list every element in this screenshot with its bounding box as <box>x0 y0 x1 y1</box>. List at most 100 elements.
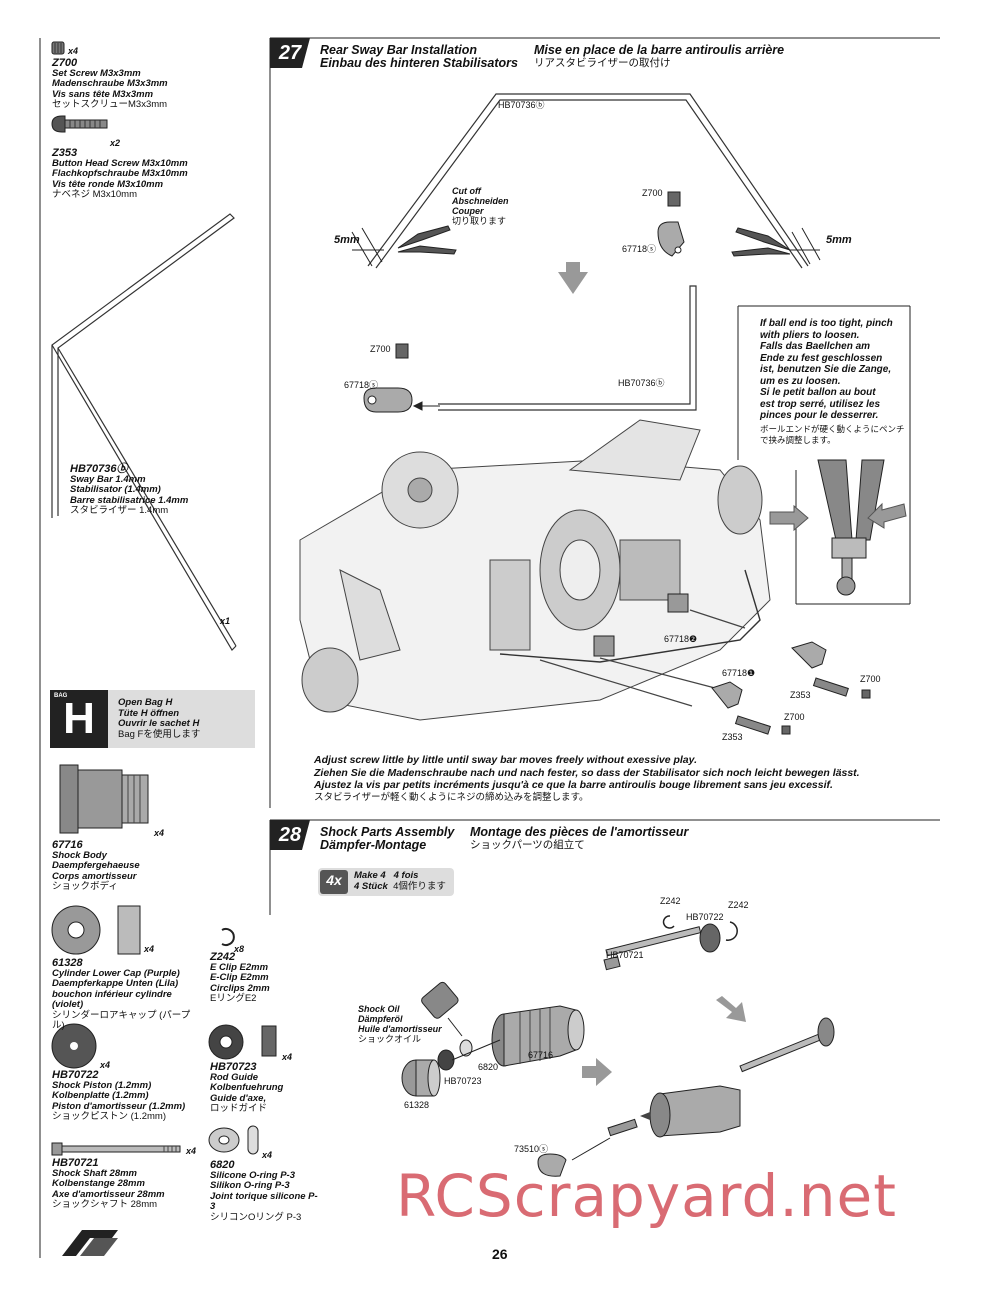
z353-icon <box>51 115 108 133</box>
piston-qty: x4 <box>100 1060 111 1070</box>
adjust-line-jp: スタビライザーが軽く動くようにネジの締め込みを調整します。 <box>314 791 589 803</box>
dim-left-5mm: 5mm <box>334 234 360 246</box>
part-name-fr: Barre stabilisatrice 1.4mm <box>70 494 189 506</box>
tip-line: pinces pour le desserrer. <box>760 410 879 421</box>
part-code: HB70721 <box>52 1157 99 1169</box>
part-name-fr: Corps amortisseur <box>52 870 137 882</box>
shock-body-drawing <box>491 1005 585 1067</box>
bag-line-de: Tüte H öffnen <box>118 707 180 719</box>
part-name-jp: ナベネジ M3x10mm <box>52 189 137 200</box>
callout-hb70722: HB70722 <box>686 912 724 922</box>
part-name-fr: bouchon inférieur cylindre (violet) <box>52 988 172 1010</box>
callout-z353-b: Z353 <box>722 732 743 742</box>
cutter-left-icon <box>397 225 457 255</box>
part-name-jp: EリングE2 <box>210 993 257 1004</box>
step28-title-de: Dämpfer-Montage <box>320 838 427 852</box>
piston-drawing <box>662 915 738 953</box>
part-code: Z353 <box>52 147 78 159</box>
make-jp: 4個作ります <box>393 881 446 892</box>
make4-badge-label: 4x <box>326 872 342 888</box>
part-code: 61328 <box>52 957 83 969</box>
tip-line: Ende zu fest geschlossen <box>760 352 883 364</box>
part-name-jp: ショックピストン (1.2mm) <box>52 1111 167 1122</box>
part-code: 67716 <box>52 839 83 851</box>
bag-line-jp: Bag Fを使用します <box>118 728 201 740</box>
o-ring-part-label: 6820 Silicone O-ring P-3 Silikon O-ring … <box>210 1160 320 1223</box>
shock-body-part-label: 67716 Shock Body Daempfergehaeuse Corps … <box>52 840 202 893</box>
oil-line-en: Shock Oil <box>358 1004 400 1014</box>
part-name-de: Stabilisator (1.4mm) <box>70 484 161 495</box>
sway-bar-icon <box>51 213 237 651</box>
cut-off-label: Cut off Abschneiden Couper 切り取ります <box>452 186 532 226</box>
install-arrows <box>539 609 746 707</box>
shock-oil-label: Shock Oil Dämpferöl Huile d'amortisseur … <box>358 1004 458 1044</box>
make-de: 4 Stück <box>354 881 388 892</box>
part-name-de: Kolbenplatte (1.2mm) <box>52 1090 149 1101</box>
rod-guide-qty: x4 <box>282 1052 293 1062</box>
hb70736-qty: x1 <box>220 616 231 626</box>
part-name-fr: Piston d'amortisseur (1.2mm) <box>52 1100 186 1112</box>
part-name-en: Cylinder Lower Cap (Purple) <box>52 967 180 979</box>
pinch-arrows <box>769 502 907 532</box>
part-name-fr: Guide d'axe, <box>210 1092 267 1104</box>
tip-line-jp: で挟み調整します。 <box>760 435 836 445</box>
cutter-right-icon <box>731 227 791 257</box>
bag-letter: H <box>63 694 95 743</box>
ball-end-top-icon <box>657 191 685 257</box>
adjust-line-en: Adjust screw little by little until sway… <box>314 754 697 766</box>
chassis-drawing <box>299 419 771 721</box>
step27-title-en: Rear Sway Bar Installation <box>320 43 478 57</box>
z353-part-label: Z353 Button Head Screw M3x10mm Flachkopf… <box>52 148 262 201</box>
shock-body-qty: x4 <box>154 828 165 838</box>
tip-box-frame <box>737 305 911 605</box>
part-name-de: Silikon O-ring P-3 <box>210 1180 290 1191</box>
e-clip-qty: x8 <box>234 944 245 954</box>
step27-title-jp: リアスタビライザーの取付け <box>534 57 671 69</box>
ball-end-tip: If ball end is too tight, pinch with pli… <box>760 318 908 447</box>
callout-61328: 61328 <box>404 1100 430 1110</box>
callout-z700-c: Z700 <box>860 674 881 684</box>
brand-logo <box>62 1230 118 1256</box>
callout-73510: 73510ⓢ <box>514 1144 549 1154</box>
dim-right-5mm: 5mm <box>826 234 852 246</box>
shaft-qty: x4 <box>186 1146 197 1156</box>
part-name-fr: Vis sans tête M3x3mm <box>52 88 154 100</box>
make4-badge <box>318 868 454 896</box>
bag-h-text: Open Bag H Tüte H öffnen Ouvrir le sache… <box>118 697 253 740</box>
callout-z242-b: Z242 <box>728 900 749 910</box>
oil-line-de: Dämpferöl <box>358 1014 403 1024</box>
shock-body-icon <box>59 764 149 834</box>
bag-h-icon <box>50 690 255 748</box>
part-name-jp: ロッドガイド <box>210 1103 268 1114</box>
tip-line: ist, benutzen Sie die Zange, <box>760 364 892 375</box>
step28-title-left: Shock Parts Assembly Dämpfer-Montage <box>320 826 470 852</box>
assembled-shock-drawing <box>537 1017 835 1177</box>
tip-line: um es zu loosen. <box>760 375 841 387</box>
step27-title-de: Einbau des hinteren Stabilisators <box>320 56 518 70</box>
bag-line-en: Open Bag H <box>118 697 173 708</box>
step27-dimension-lines <box>351 227 821 267</box>
step28-title-fr: Montage des pièces de l'amortisseur <box>470 825 689 839</box>
part-name-en: Shock Shaft 28mm <box>52 1167 137 1179</box>
step28-title-right: Montage des pièces de l'amortisseur ショック… <box>470 826 770 852</box>
lower-cap-part-label: 61328 Cylinder Lower Cap (Purple) Daempf… <box>52 958 202 1032</box>
step28-title-jp: ショックパーツの組立て <box>470 839 585 851</box>
part-code: HB70723 <box>210 1061 257 1073</box>
lower-cap-icon <box>51 905 141 955</box>
part-code: HB70722 <box>52 1069 99 1081</box>
callout-hb70723: HB70723 <box>444 1076 482 1086</box>
frame-lines <box>39 37 940 1258</box>
z700-qty: x4 <box>68 46 79 56</box>
part-name-fr: Circlips 2mm <box>210 982 270 994</box>
oil-line-jp: ショックオイル <box>358 1034 422 1044</box>
part-code: Z700 <box>52 57 78 69</box>
callout-6820: 6820 <box>478 1062 499 1072</box>
part-name-en: Set Screw M3x3mm <box>52 67 141 79</box>
z700-icon <box>51 41 65 55</box>
part-name-en: Rod Guide <box>210 1071 259 1083</box>
tip-line: Falls das Baellchen am <box>760 341 871 352</box>
part-name-en: Button Head Screw M3x10mm <box>52 157 188 169</box>
make4-text: Make 4 4 fois 4 Stück 4個作ります <box>354 870 446 892</box>
rod-guide-icon <box>208 1024 277 1060</box>
callout-67716: 67716 <box>528 1050 554 1060</box>
